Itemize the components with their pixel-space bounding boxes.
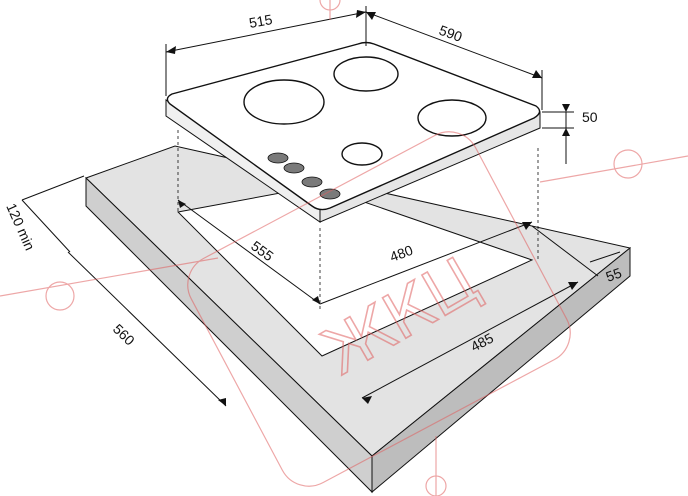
dim-min-clearance: 120 min <box>3 201 38 253</box>
burner-front-small <box>341 142 383 166</box>
knob-3 <box>301 176 323 188</box>
dim-width-top: 515 <box>248 11 274 31</box>
dim-edge-offset: 55 <box>604 264 624 284</box>
knob-4 <box>319 188 341 200</box>
knob-1 <box>267 152 289 164</box>
dim-height: 50 <box>582 109 598 125</box>
dim-depth-top: 590 <box>437 22 465 45</box>
worktop-right-side <box>371 246 631 494</box>
dim-cutout-width: 480 <box>388 242 416 265</box>
hob <box>165 41 541 223</box>
burner-rear-left <box>243 79 325 125</box>
arrow-heads <box>166 10 578 406</box>
worktop-cutout <box>176 185 534 357</box>
dimension-lines <box>21 6 621 407</box>
dim-worktop-depth: 560 <box>110 321 138 349</box>
burner-rear-right <box>333 56 399 92</box>
knob-2 <box>283 162 305 174</box>
burner-front-right <box>417 99 487 137</box>
projection-lines <box>177 130 539 310</box>
